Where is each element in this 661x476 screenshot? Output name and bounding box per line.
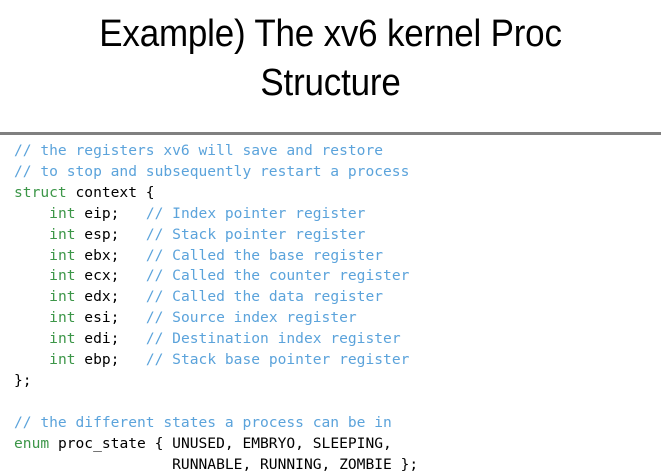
- code-token-plain: esp;: [75, 225, 146, 243]
- code-listing: // the registers xv6 will save and resto…: [14, 141, 654, 476]
- code-token-plain: [14, 247, 49, 264]
- code-token-plain: [14, 309, 49, 326]
- code-line: };: [14, 371, 654, 392]
- code-line: int edx; // Called the data register: [14, 287, 654, 308]
- code-token-comment: // Stack base pointer register: [145, 351, 410, 369]
- title-divider-rule: [0, 132, 661, 135]
- code-token-comment: // Called the data register: [145, 288, 384, 306]
- code-token-plain: [14, 330, 49, 347]
- code-token-plain: proc_state { UNUSED, EMBRYO, SLEEPING,: [49, 434, 392, 452]
- code-token-keyword: int: [49, 330, 76, 348]
- code-line: // to stop and subsequently restart a pr…: [14, 162, 654, 183]
- code-token-comment: // Index pointer register: [145, 204, 366, 222]
- code-token-comment: // Called the counter register: [145, 267, 410, 285]
- code-token-plain: edx;: [75, 288, 146, 306]
- code-line: enum proc_state { UNUSED, EMBRYO, SLEEPI…: [14, 434, 654, 455]
- page-title-line-2: Structure: [260, 62, 401, 104]
- code-line: int ecx; // Called the counter register: [14, 266, 654, 287]
- code-token-keyword: struct: [14, 183, 67, 201]
- page-title: Example) The xv6 kernel Proc Structure: [0, 10, 661, 108]
- code-token-keyword: enum: [14, 434, 50, 452]
- code-token-comment: // Source index register: [145, 309, 357, 327]
- code-token-plain: [14, 267, 49, 284]
- code-token-plain: ecx;: [75, 267, 146, 285]
- code-token-comment: // Called the base register: [145, 246, 384, 264]
- code-line: int esp; // Stack pointer register: [14, 225, 654, 246]
- code-line: [14, 392, 654, 413]
- code-token-comment: // the registers xv6 will save and resto…: [14, 142, 384, 159]
- code-line: RUNNABLE, RUNNING, ZOMBIE };: [14, 455, 654, 476]
- code-token-plain: context {: [66, 183, 155, 201]
- code-line: int esi; // Source index register: [14, 308, 654, 329]
- code-token-plain: ebx;: [75, 246, 146, 264]
- code-line: struct context {: [14, 183, 654, 204]
- code-token-keyword: int: [49, 309, 76, 327]
- code-token-comment: // to stop and subsequently restart a pr…: [14, 162, 410, 180]
- code-token-plain: esi;: [75, 309, 146, 327]
- code-line: int eip; // Index pointer register: [14, 204, 654, 225]
- code-line: int ebx; // Called the base register: [14, 246, 654, 267]
- code-token-plain: [14, 205, 49, 222]
- code-line: int ebp; // Stack base pointer register: [14, 350, 654, 371]
- code-token-plain: edi;: [75, 330, 146, 348]
- code-token-plain: };: [14, 371, 32, 389]
- code-token-keyword: int: [49, 225, 76, 243]
- code-token-comment: // Stack pointer register: [145, 225, 366, 243]
- code-token-plain: eip;: [75, 204, 146, 222]
- code-line: // the different states a process can be…: [14, 413, 654, 434]
- code-line: // the registers xv6 will save and resto…: [14, 141, 654, 162]
- code-token-keyword: int: [49, 246, 76, 264]
- code-token-plain: [14, 226, 49, 243]
- code-token-keyword: int: [49, 267, 76, 285]
- code-token-comment: // Destination index register: [145, 330, 401, 348]
- code-line: int edi; // Destination index register: [14, 329, 654, 350]
- code-token-plain: RUNNABLE, RUNNING, ZOMBIE };: [14, 455, 419, 473]
- code-token-keyword: int: [49, 204, 76, 222]
- code-token-keyword: int: [49, 351, 76, 369]
- code-token-comment: // the different states a process can be…: [14, 413, 392, 431]
- code-token-plain: ebp;: [75, 351, 146, 369]
- page-title-line-1: Example) The xv6 kernel Proc: [99, 13, 562, 55]
- code-token-plain: [14, 288, 49, 305]
- code-token-keyword: int: [49, 288, 76, 306]
- code-token-plain: [14, 351, 49, 368]
